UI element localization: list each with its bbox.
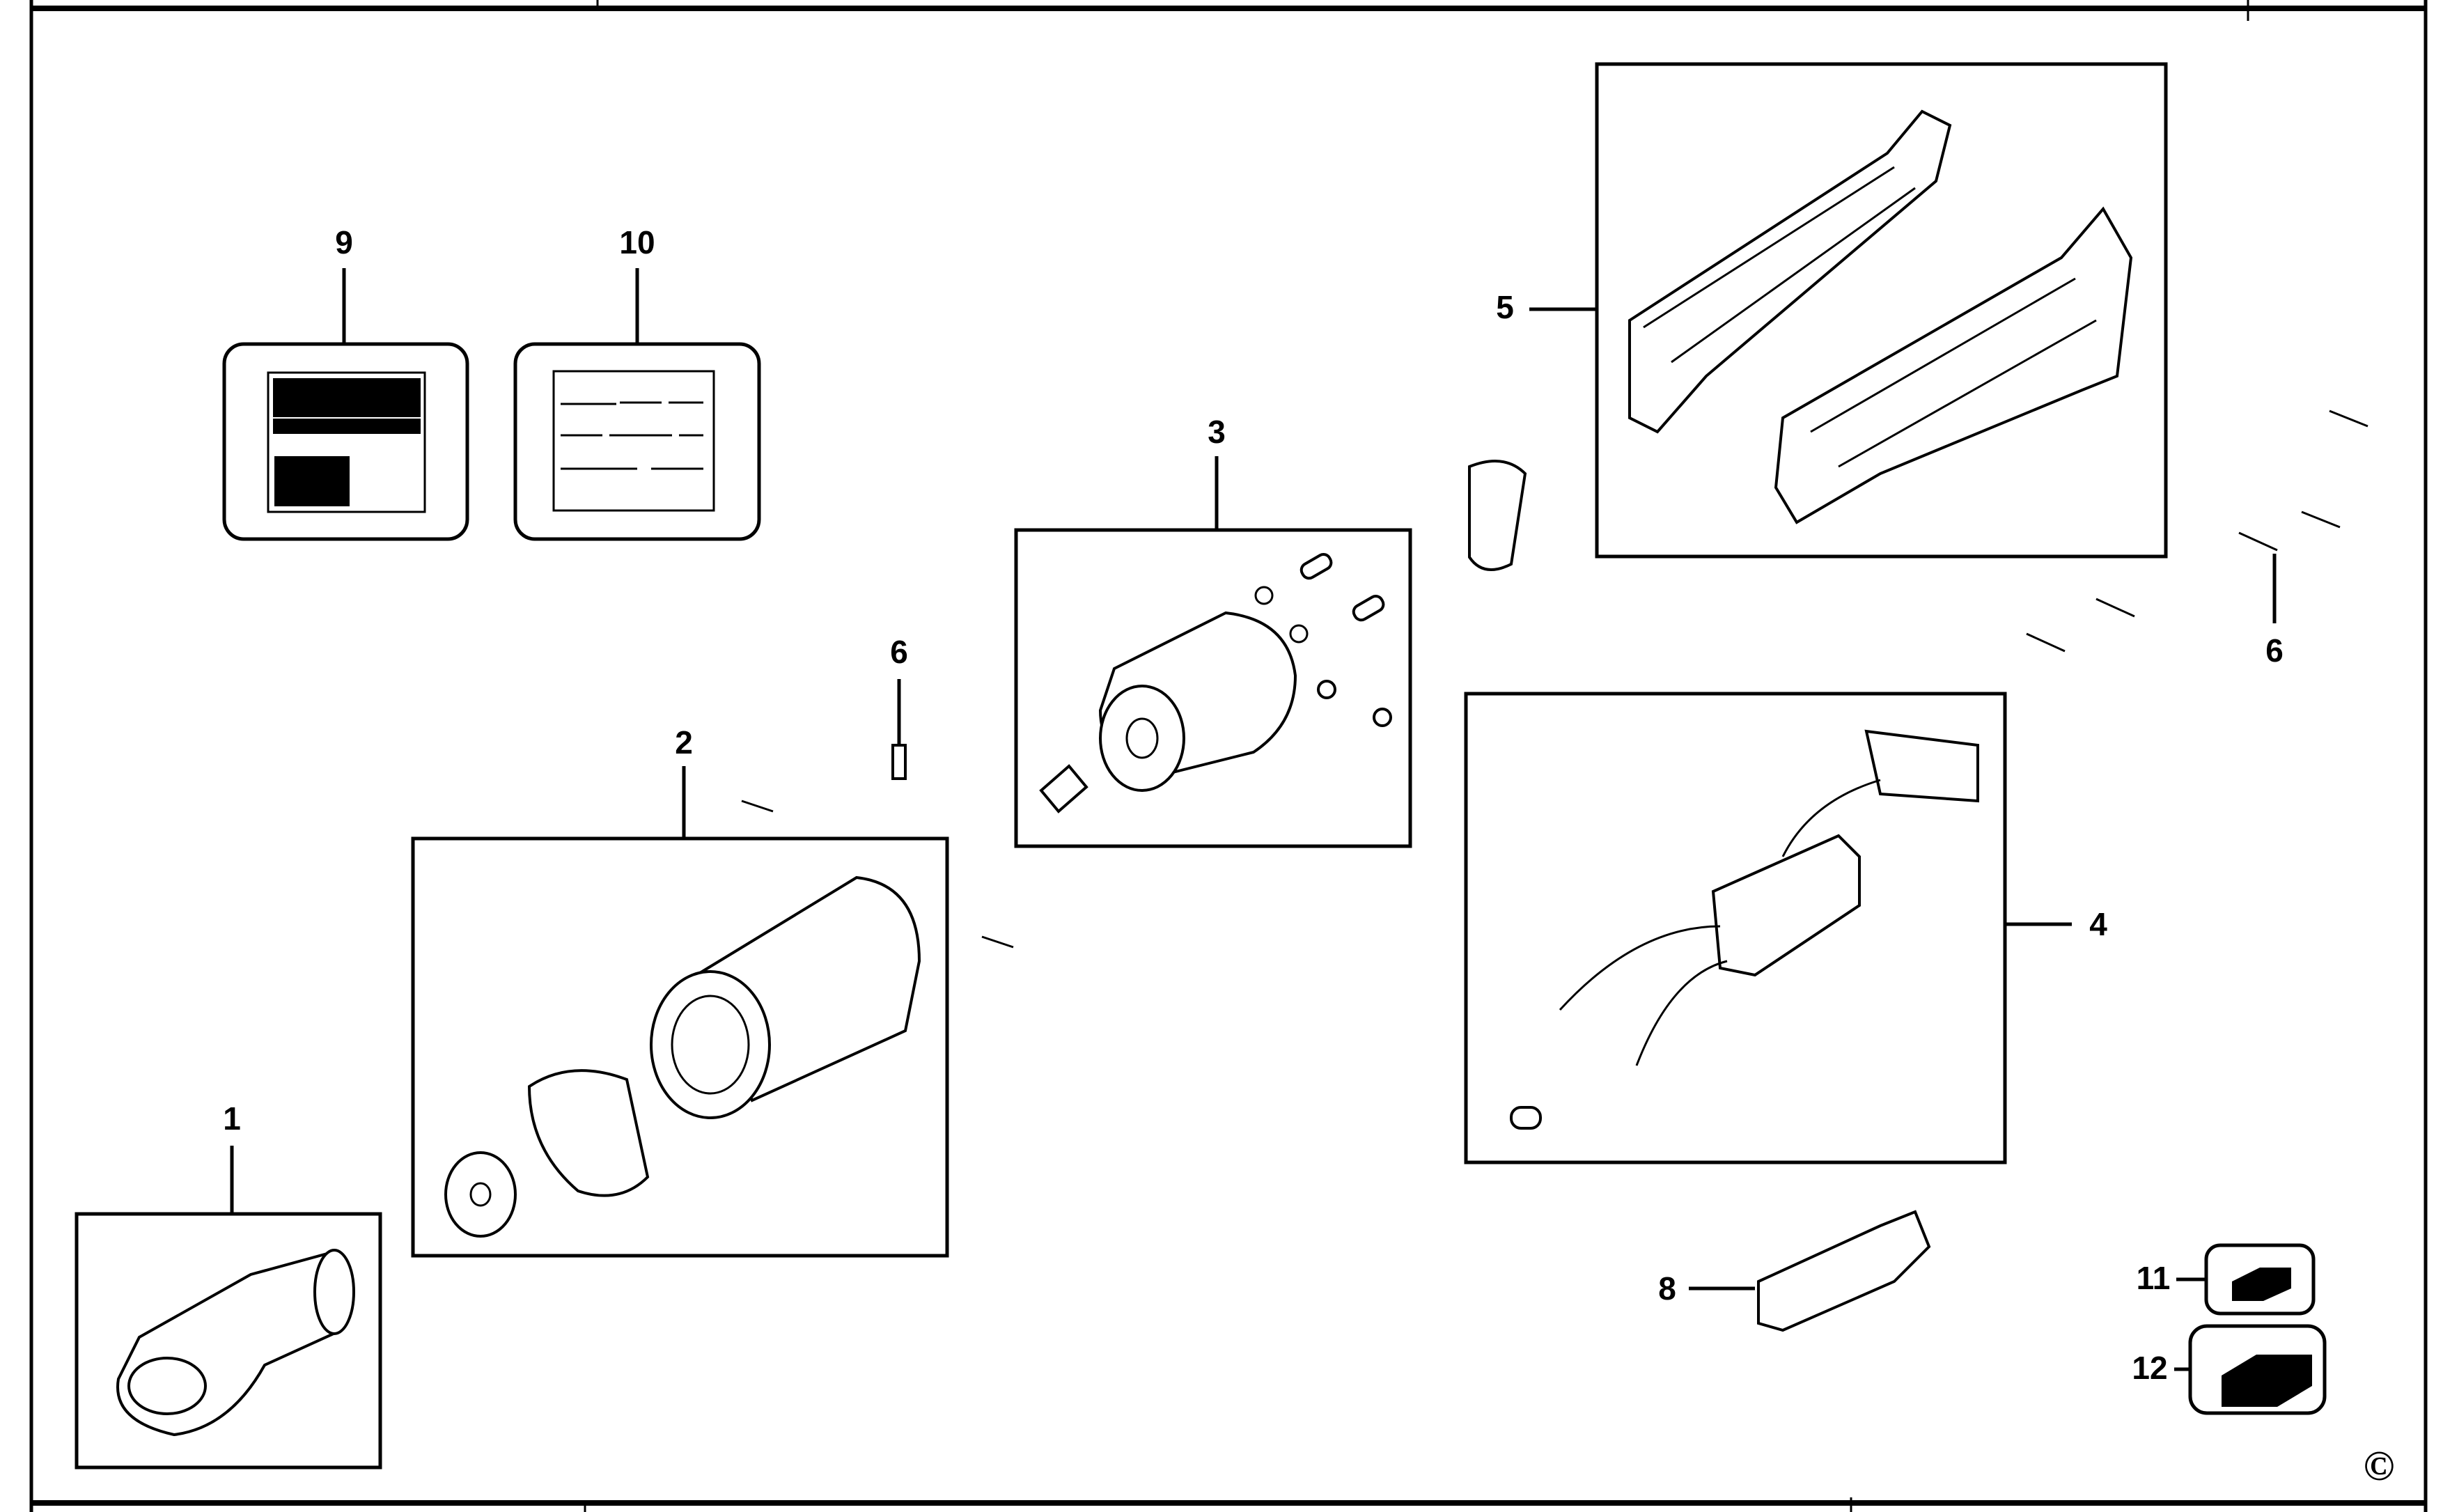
drawing-frame — [29, 0, 2428, 1512]
callout-10: 10 — [619, 224, 655, 260]
screw-6-left[interactable]: 6 — [890, 634, 908, 780]
callout-4: 4 — [2089, 906, 2107, 942]
part-ring-clamp[interactable] — [1468, 460, 1527, 571]
part-11-battery[interactable]: 11 — [2137, 1243, 2316, 1316]
callout-9: 9 — [335, 224, 353, 260]
callout-3: 3 — [1208, 414, 1226, 450]
callout-6: 6 — [2265, 632, 2284, 669]
screw — [741, 800, 774, 813]
part-12-charger[interactable]: 12 — [2132, 1324, 2327, 1415]
copyright-mark: © — [2364, 1443, 2395, 1489]
part-3-motor[interactable]: 3 — [1014, 414, 1412, 848]
callout-11: 11 — [2137, 1260, 2171, 1296]
part-2-gear-housing[interactable]: 2 — [411, 724, 949, 1258]
screws-6-right[interactable]: 6 — [2026, 410, 2368, 669]
part-4-switch-assembly[interactable]: 4 — [1464, 692, 2107, 1164]
part-1-ratchet-head[interactable]: 1 — [75, 1100, 382, 1470]
screw — [981, 935, 1014, 949]
callout-12: 12 — [2132, 1350, 2167, 1386]
callout-2: 2 — [675, 724, 693, 761]
part-10-manual[interactable]: 10 — [513, 224, 761, 541]
callout-8: 8 — [1658, 1270, 1676, 1307]
callout-6: 6 — [890, 634, 908, 670]
callout-1: 1 — [223, 1100, 241, 1137]
part-9-label[interactable]: 9 — [222, 224, 469, 541]
part-5-housing[interactable]: 5 — [1496, 62, 2168, 559]
part-8-belt-clip[interactable]: 8 — [1658, 1210, 1931, 1332]
callout-5: 5 — [1496, 289, 1514, 325]
